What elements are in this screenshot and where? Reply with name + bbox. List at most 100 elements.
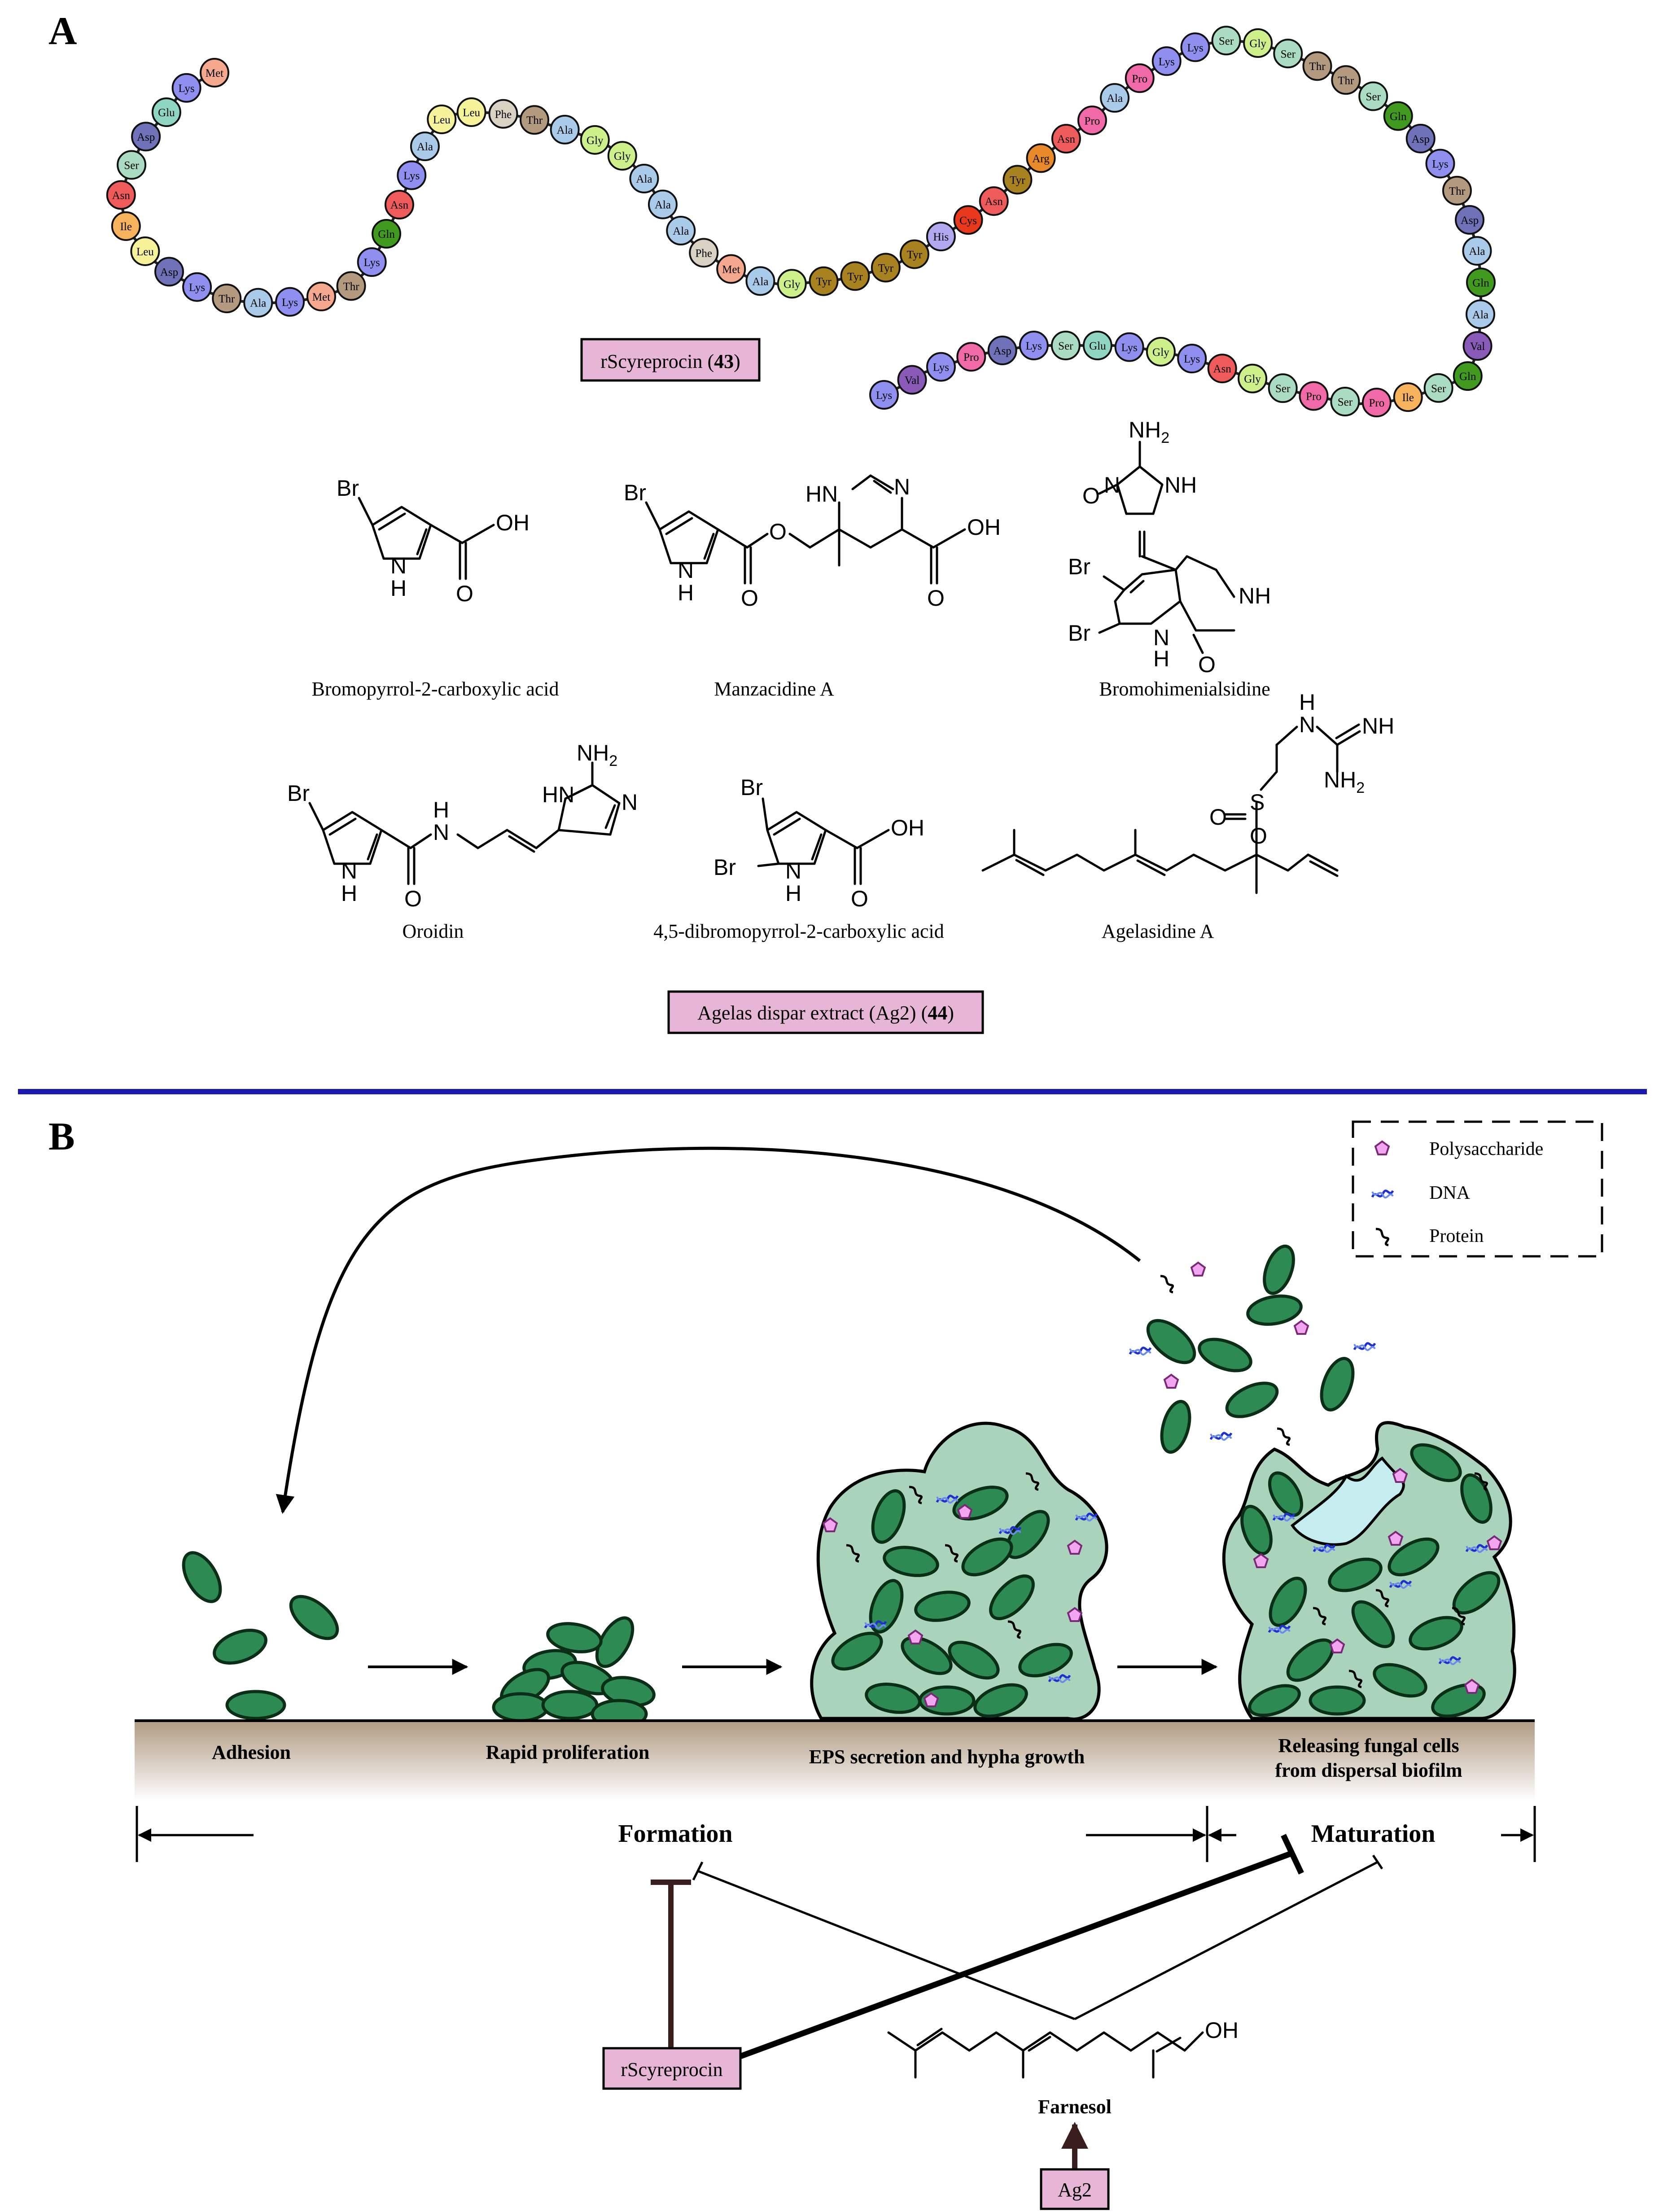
panel-a-label: A — [48, 9, 77, 53]
compound-bromopyrrol-carboxylic-acid: Br OH O N H — [337, 476, 530, 606]
residue-label: Tyr — [1010, 175, 1025, 187]
residue-bead — [897, 365, 927, 395]
residue-label: Thr — [1338, 74, 1354, 87]
residue-label: Lys — [933, 362, 949, 374]
residue-bead — [1462, 331, 1493, 361]
residue-bead — [1425, 149, 1455, 179]
residue-label: Lys — [876, 389, 892, 402]
residue-bead — [1125, 63, 1155, 93]
residue-bead — [1442, 175, 1472, 205]
residue-bead — [871, 253, 901, 283]
residue-label: Asn — [1057, 133, 1076, 145]
residue-bead — [1465, 299, 1495, 329]
residue-bead — [336, 271, 366, 301]
residue-label: Lys — [1121, 342, 1138, 354]
residue-label: Ala — [1469, 245, 1485, 258]
panel-b-label: B — [48, 1115, 75, 1158]
residue-bead — [357, 247, 387, 277]
residue-label: Gln — [1472, 277, 1489, 289]
atom-n: N — [390, 553, 407, 578]
residue-bead — [397, 160, 427, 190]
residue-label: Ser — [1219, 35, 1234, 47]
residue-bead — [1455, 205, 1485, 235]
residue-label: His — [933, 231, 949, 243]
residue-bead — [1177, 344, 1207, 374]
peptide-caption-number: 43 — [714, 350, 734, 372]
residue-bead — [275, 287, 305, 317]
residue-bead — [607, 141, 637, 171]
recycle-arrow — [276, 1146, 1141, 1514]
atom-o: O — [769, 519, 787, 544]
atom-h: H — [433, 797, 449, 822]
residue-label: Glu — [1089, 340, 1106, 352]
residue-label: Asp — [1412, 133, 1430, 145]
residue-label: Met — [722, 263, 740, 275]
released-cells — [1130, 1244, 1375, 1454]
residue-bead — [111, 211, 141, 241]
residue-label: Lys — [1026, 340, 1042, 352]
atom-br: Br — [337, 476, 359, 501]
residue-label: Tyr — [816, 276, 832, 288]
residue-bead — [130, 236, 160, 266]
residue-bead — [550, 114, 580, 144]
residue-label: Ser — [1431, 383, 1446, 395]
atom-o: O — [404, 886, 422, 911]
peptide-backbone — [118, 39, 1482, 406]
atom-o: O — [1209, 804, 1227, 830]
residue-bead — [956, 342, 986, 372]
atom-br: Br — [1068, 554, 1090, 579]
compound-label-6: Agelasidine A — [1102, 920, 1214, 942]
residue-bead — [1146, 337, 1176, 367]
residue-bead — [1019, 331, 1049, 360]
residue-bead — [869, 380, 899, 410]
residue-bead — [899, 239, 929, 269]
residue-bead — [1273, 39, 1303, 69]
residue-bead — [840, 261, 870, 291]
residue-bead — [629, 164, 659, 194]
residue-label: Ala — [673, 225, 689, 237]
compound-bromohimenialsidine: NH2 N NH O Br Br NH O N H — [1068, 417, 1271, 677]
residue-bead — [1299, 381, 1329, 411]
residue-label: Ser — [1058, 340, 1073, 352]
residue-bead — [384, 190, 414, 220]
residue-bead — [1331, 65, 1361, 95]
residue-label: Ala — [557, 124, 573, 136]
residue-bead — [1466, 267, 1496, 297]
extract-caption-name: Agelas dispar extract (Ag2) — [697, 1002, 916, 1024]
dispersal-biofilm — [1222, 1421, 1516, 1720]
stage-label-adhesion: Adhesion — [212, 1741, 291, 1763]
residue-label: Asn — [390, 199, 409, 211]
residue-label: Arg — [1032, 153, 1050, 165]
residue-bead — [926, 222, 956, 252]
residue-label: Met — [206, 67, 223, 79]
residue-bead — [580, 125, 610, 155]
adhesion-cells — [182, 1551, 339, 1720]
atom-nh: NH — [1239, 583, 1271, 608]
atom-nh2: NH2 — [577, 740, 617, 769]
atom-h: H — [678, 580, 694, 605]
atom-o: O — [1198, 652, 1216, 677]
residue-label: Ala — [250, 297, 266, 310]
residue-label: Ala — [655, 199, 671, 211]
residue-bead — [1114, 332, 1144, 362]
atom-nh2: NH2 — [1324, 767, 1365, 796]
atom-hn: HN — [805, 481, 838, 507]
residue-label: Ile — [120, 221, 132, 233]
atom-n: N — [1299, 712, 1315, 737]
residue-bead — [106, 180, 136, 210]
residue-bead — [243, 288, 273, 318]
atom-h: H — [1153, 646, 1169, 671]
residue-bead — [1082, 331, 1112, 360]
residue-label: Val — [905, 374, 919, 386]
legend-polysaccharide: Polysaccharide — [1429, 1139, 1543, 1159]
residue-label: Pro — [1306, 390, 1322, 402]
residue-bead — [716, 254, 746, 284]
residue-bead — [1393, 382, 1423, 412]
residue-label: Phe — [695, 247, 712, 259]
residue-bead — [410, 131, 440, 162]
residue-bead — [1405, 123, 1436, 153]
residue-label: Gln — [378, 228, 395, 240]
residue-bead — [1180, 32, 1210, 62]
residue-bead — [306, 281, 336, 311]
residue-bead — [1207, 354, 1237, 384]
